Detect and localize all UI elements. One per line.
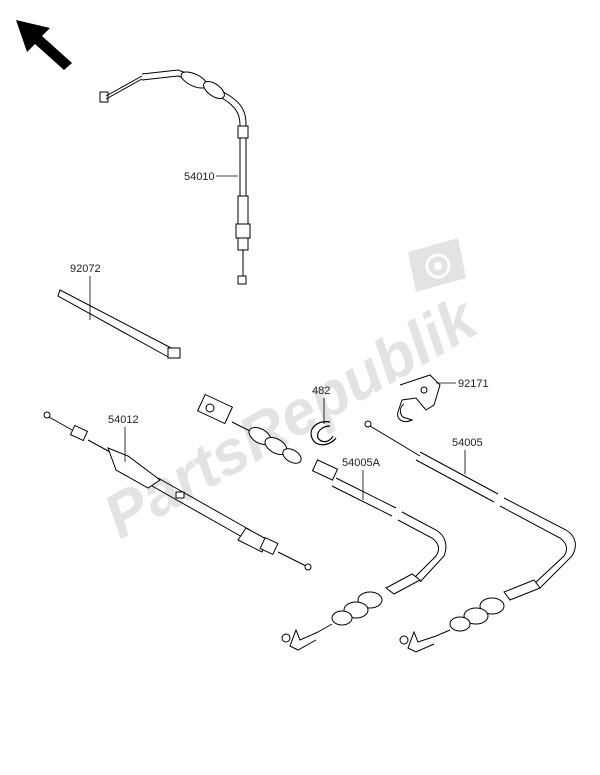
front-arrow-icon (16, 20, 72, 70)
label-92171: 92171 (458, 378, 489, 390)
watermark-gear-icon (408, 238, 466, 292)
watermark: PartsRepublik (93, 238, 492, 552)
label-54005: 54005 (452, 437, 483, 449)
brake-cable (364, 420, 576, 653)
part-labels: 54010 92072 92171 482 54012 54005A 54005 (70, 171, 489, 469)
watermark-text: PartsRepublik (93, 282, 492, 552)
label-54005A: 54005A (342, 457, 381, 469)
leader-lines (89, 175, 466, 500)
label-54010: 54010 (184, 171, 215, 183)
choke-cable (43, 411, 312, 571)
throttle-cable (99, 69, 251, 285)
label-92072: 92072 (70, 263, 101, 275)
label-54012: 54012 (108, 414, 139, 426)
retaining-clip (310, 421, 337, 446)
cable-tie (57, 289, 181, 359)
brake-cable-a (196, 393, 447, 651)
label-482: 482 (312, 385, 330, 397)
clamp (397, 374, 441, 423)
